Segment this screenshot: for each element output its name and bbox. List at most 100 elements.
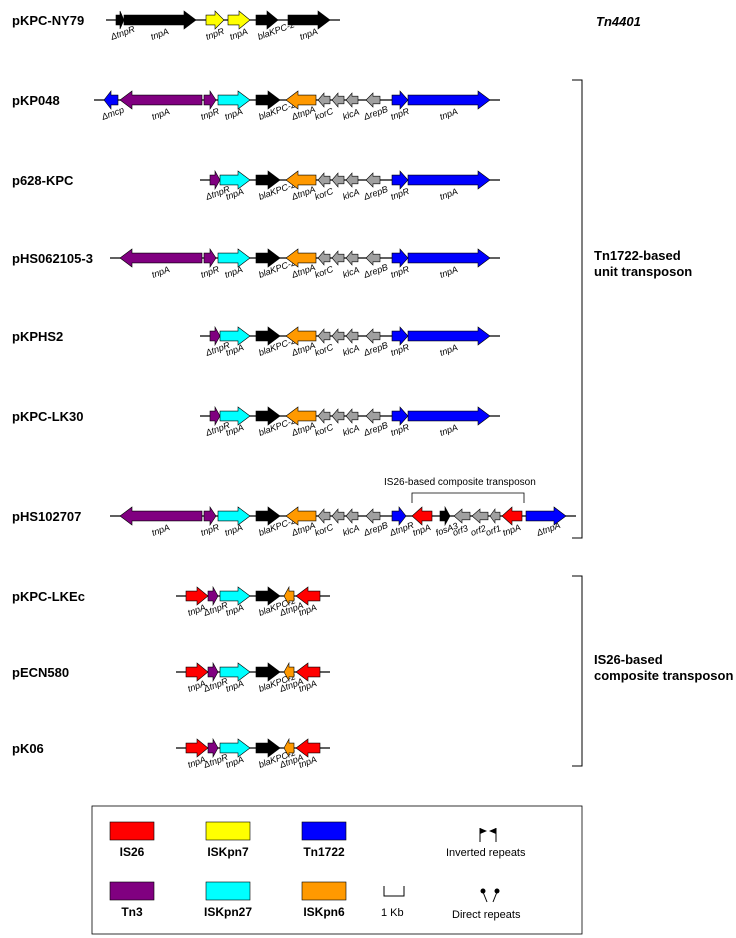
gene-arrow [365, 92, 381, 108]
gene-arrow [317, 508, 331, 524]
gene-label: korC [313, 422, 335, 438]
gene-label: klcA [341, 187, 360, 202]
gene-arrow [255, 90, 281, 110]
gene-arrow [471, 508, 489, 524]
gene-arrow [219, 738, 251, 758]
legend-item: IS26 [109, 821, 155, 859]
tn1722-group-label-2: unit transposon [594, 264, 692, 279]
gene-label: ΔrepB [361, 184, 389, 202]
gene-label: klcA [341, 343, 360, 358]
gene-arrow [285, 406, 317, 426]
gene-arrow [217, 90, 251, 110]
gene-arrow [295, 738, 321, 758]
gene-arrow [365, 508, 381, 524]
gene-label: tnpR [389, 106, 411, 122]
gene-label: tnpA [150, 106, 171, 122]
is26-composite-annotation-bracket [411, 492, 525, 503]
gene-label: klcA [341, 265, 360, 280]
gene-arrow [411, 506, 433, 526]
gene-label: tnpR [389, 264, 411, 280]
legend-swatch [301, 821, 347, 841]
gene-arrow [331, 172, 345, 188]
gene-arrow [207, 585, 219, 607]
gene-arrow [285, 506, 317, 526]
gene-arrow [439, 505, 451, 527]
gene-arrow [123, 10, 197, 30]
gene-arrow [317, 250, 331, 266]
gene-label: ΔtnpA [534, 520, 561, 538]
gene-label: ΔrepB [361, 262, 389, 280]
gene-arrow [207, 737, 219, 759]
plasmid-name: pKPC-LKEc [12, 589, 85, 604]
gene-label: tnpR [389, 342, 411, 358]
gene-arrow [391, 248, 409, 268]
gene-arrow [119, 506, 203, 526]
gene-arrow [217, 506, 251, 526]
gene-label: orf3 [451, 523, 469, 538]
gene-label: tnpR [389, 422, 411, 438]
legend-swatch [109, 881, 155, 901]
gene-label: Δmcp [99, 105, 125, 123]
gene-label: tnpA [501, 522, 522, 538]
gene-label: tnpA [411, 522, 432, 538]
gene-arrow [219, 326, 251, 346]
gene-label: tnpA [438, 264, 459, 280]
gene-arrow [283, 585, 295, 607]
gene-label: korC [313, 106, 335, 122]
gene-label: tnpA [228, 26, 249, 42]
inverted-repeats-icon [479, 828, 497, 842]
legend-item: ISKpn27 [204, 881, 252, 919]
gene-arrow [331, 408, 345, 424]
gene-arrow [317, 92, 331, 108]
gene-arrow [219, 406, 251, 426]
gene-label: tnpA [223, 106, 244, 122]
gene-arrow [285, 248, 317, 268]
gene-arrow [227, 10, 251, 30]
plasmid-name: pKPC-NY79 [12, 13, 84, 28]
gene-arrow [285, 90, 317, 110]
gene-arrow [365, 250, 381, 266]
gene-arrow [287, 10, 331, 30]
title-tn4401: Tn4401 [596, 14, 641, 29]
gene-arrow [255, 170, 281, 190]
gene-arrow [345, 172, 359, 188]
gene-arrow [209, 405, 221, 427]
gene-label: ΔtnpR [108, 24, 136, 42]
gene-label: orf1 [484, 523, 502, 538]
gene-arrow [217, 248, 251, 268]
gene-arrow [489, 508, 501, 524]
gene-arrow [391, 406, 409, 426]
gene-arrow [331, 328, 345, 344]
gene-arrow [365, 172, 381, 188]
gene-label: tnpA [438, 342, 459, 358]
gene-label: tnpA [438, 186, 459, 202]
gene-arrow [345, 250, 359, 266]
gene-arrow [391, 170, 409, 190]
gene-arrow [255, 406, 281, 426]
gene-arrow [331, 92, 345, 108]
gene-arrow [185, 586, 209, 606]
gene-arrow [255, 10, 279, 30]
gene-label: tnpR [204, 26, 226, 42]
gene-arrow [345, 328, 359, 344]
gene-label: tnpA [149, 26, 170, 42]
legend-item: Tn1722 [301, 821, 347, 859]
gene-arrow [255, 326, 281, 346]
legend-label: IS26 [120, 845, 145, 859]
gene-arrow [255, 586, 281, 606]
gene-arrow [365, 408, 381, 424]
gene-arrow [207, 661, 219, 683]
gene-arrow [295, 586, 321, 606]
plasmid-name: pKPHS2 [12, 329, 63, 344]
gene-label: tnpA [438, 106, 459, 122]
gene-arrow [219, 662, 251, 682]
plasmid-name: pHS102707 [12, 509, 81, 524]
plasmid-name: pHS062105-3 [12, 251, 93, 266]
legend-item: ISKpn7 [205, 821, 251, 859]
gene-arrow [391, 506, 407, 526]
legend-swatch [205, 821, 251, 841]
